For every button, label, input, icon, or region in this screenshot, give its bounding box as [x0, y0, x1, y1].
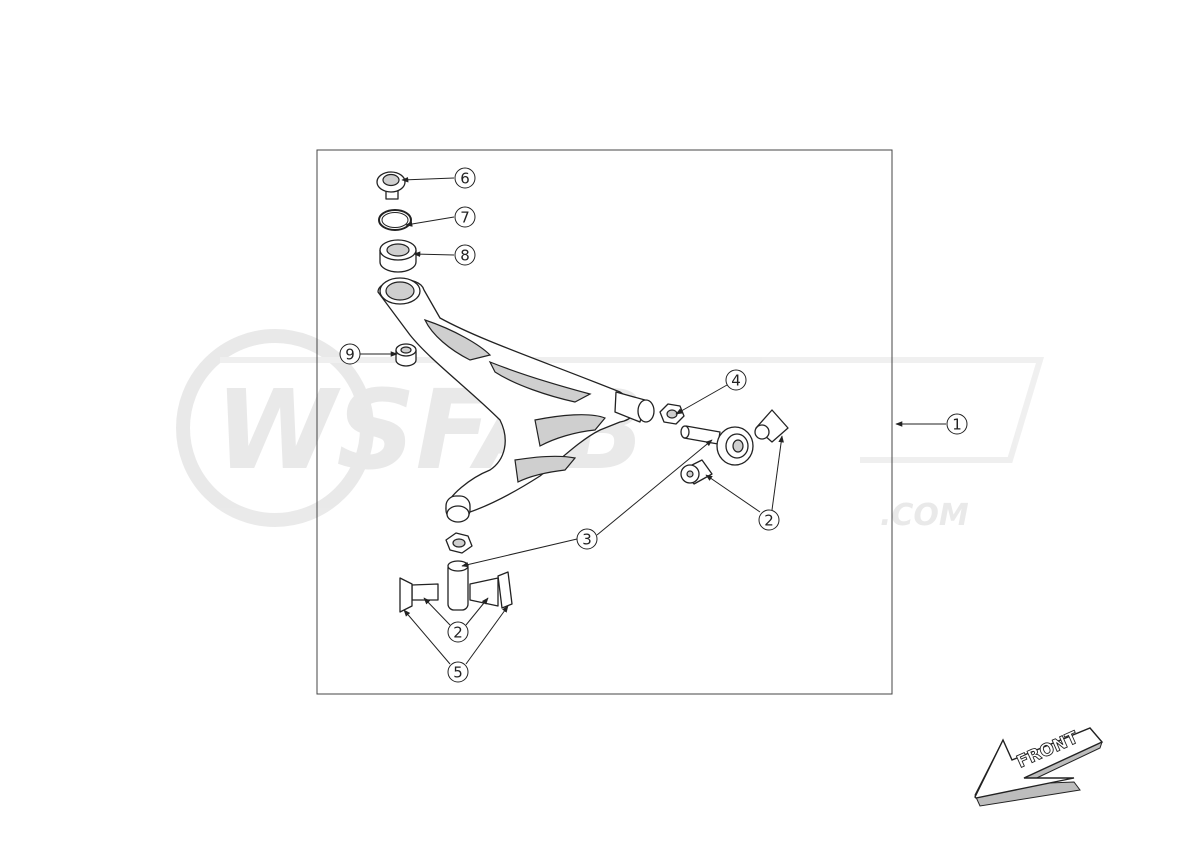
- part-9-bushing: [395, 343, 417, 367]
- part-1-control-arm: [377, 277, 655, 523]
- watermark-suffix: .COM: [880, 498, 969, 533]
- watermark: WSFAB .COM: [176, 329, 1045, 533]
- callout-9: 9: [339, 343, 361, 365]
- part-2-spacer-right-a: [754, 409, 789, 443]
- leader-lines: [360, 176, 946, 665]
- callout-2-right-label: 2: [764, 512, 774, 530]
- callout-2-lower-label: 2: [453, 624, 463, 642]
- callout-7-label: 7: [460, 209, 470, 227]
- callout-3-label: 3: [582, 531, 592, 549]
- diagram-frame: [316, 149, 893, 695]
- callout-3: 3: [576, 528, 598, 550]
- callout-5: 5: [447, 661, 469, 683]
- callout-2-lower: 2: [447, 621, 469, 643]
- callout-9-label: 9: [345, 346, 355, 364]
- callout-1: 1: [946, 413, 968, 435]
- part-6-cap: [376, 171, 406, 200]
- watermark-ring: [176, 329, 374, 527]
- part-8-bearing: [379, 239, 417, 273]
- callout-2-right: 2: [758, 509, 780, 531]
- callout-7: 7: [454, 206, 476, 228]
- part-3-rod-end: [680, 425, 754, 466]
- callout-8: 8: [454, 244, 476, 266]
- callout-4: 4: [725, 369, 747, 391]
- lower-nut: [445, 532, 473, 554]
- callout-6: 6: [454, 167, 476, 189]
- part-4-nut: [659, 403, 685, 425]
- callout-5-label: 5: [453, 664, 463, 682]
- callout-4-label: 4: [731, 372, 741, 390]
- part-2-spacer-right-b: [680, 459, 713, 485]
- lower-rod-end-assembly: [399, 560, 513, 613]
- callout-6-label: 6: [460, 170, 470, 188]
- callout-1-label: 1: [952, 416, 962, 434]
- front-arrow: FRONT: [974, 727, 1104, 807]
- part-7-circlip: [378, 209, 412, 231]
- callout-8-label: 8: [460, 247, 470, 265]
